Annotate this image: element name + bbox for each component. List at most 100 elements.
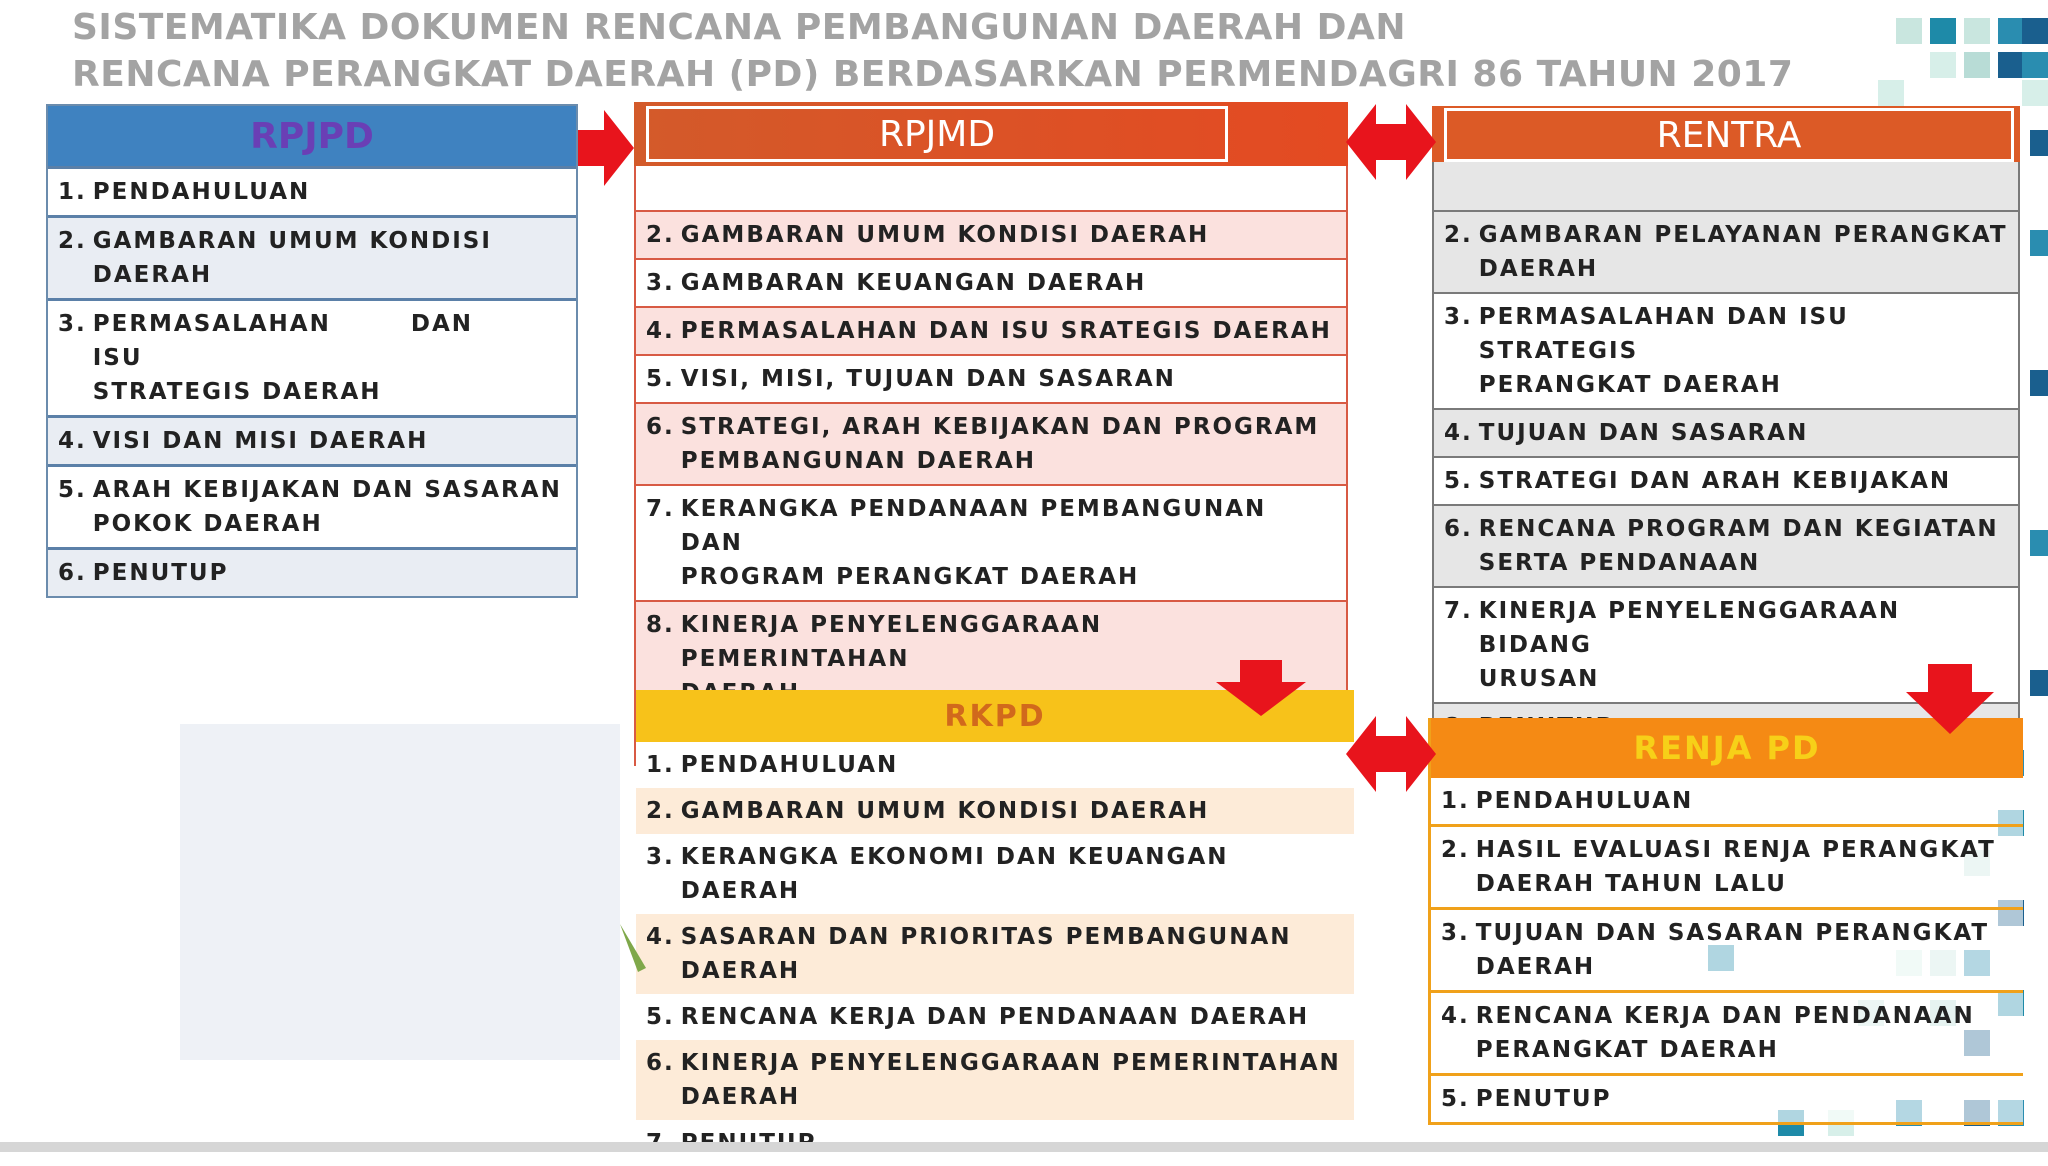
item-text: PENUTUP [92, 560, 229, 586]
list-item: 4.PERMASALAHAN DAN ISU SRATEGIS DAERAH [634, 308, 1348, 356]
list-item: 5.STRATEGI DAN ARAH KEBIJAKAN [1432, 458, 2020, 506]
item-number: 1. [58, 179, 87, 205]
list-item: 6.RENCANA PROGRAM DAN KEGIATAN SERTA PEN… [1432, 506, 2020, 588]
list-item: 4.SASARAN DAN PRIORITAS PEMBANGUNAN DAER… [636, 914, 1354, 994]
item-number: 4. [1441, 1003, 1470, 1029]
item-number: 4. [58, 428, 87, 454]
list-item: 2.GAMBARAN UMUM KONDISI DAERAH [636, 788, 1354, 834]
arrow-down-icon [1216, 660, 1306, 716]
list-item: 7.KINERJA PENYELENGGARAAN BIDANG URUSAN [1432, 588, 2020, 704]
item-number: 8. [646, 612, 675, 638]
item-text: GAMBARAN UMUM KONDISI DAERAH [92, 228, 492, 288]
item-number: 5. [646, 366, 675, 392]
decorative-mosaic-top [1748, 0, 2048, 110]
item-number: 1. [1441, 788, 1470, 814]
rpjpd-header: RPJPD [48, 106, 576, 166]
item-number: 1. [646, 752, 675, 778]
arrow-right-icon [578, 110, 634, 186]
item-text: PERMASALAHAN DAN ISU STRATEGIS PERANGKAT… [1478, 304, 1849, 398]
list-item: 1.PENDAHULUAN [1431, 778, 2023, 827]
rentra-panel: RENTRA 2.GAMBARAN PELAYANAN PERANGKAT DA… [1432, 106, 2020, 752]
blank-row [1432, 162, 2020, 212]
item-text: SASARAN DAN PRIORITAS PEMBANGUNAN DAERAH [680, 924, 1292, 984]
list-item: 4.RENCANA KERJA DAN PENDANAAN PERANGKAT … [1431, 993, 2023, 1076]
rentra-header-label: RENTRA [1444, 108, 2014, 162]
blank-panel [180, 724, 620, 1060]
item-text: RENCANA KERJA DAN PENDANAAN DAERAH [680, 1004, 1310, 1030]
item-text: ARAH KEBIJAKAN DAN SASARAN POKOK DAERAH [92, 477, 562, 537]
item-number: 5. [58, 477, 87, 503]
list-item: 6.KINERJA PENYELENGGARAAN PEMERINTAHAN D… [636, 1040, 1354, 1120]
item-text: HASIL EVALUASI RENJA PERANGKAT DAERAH TA… [1475, 837, 1996, 897]
title-line-1: SISTEMATIKA DOKUMEN RENCANA PEMBANGUNAN … [72, 7, 1406, 48]
list-item: 6.STRATEGI, ARAH KEBIJAKAN DAN PROGRAM P… [634, 404, 1348, 486]
item-number: 5. [1444, 468, 1473, 494]
list-item: 3.TUJUAN DAN SASARAN PERANGKAT DAERAH [1431, 910, 2023, 993]
item-number: 3. [646, 844, 675, 870]
list-item: 3.KERANGKA EKONOMI DAN KEUANGAN DAERAH [636, 834, 1354, 914]
rpjmd-header-label: RPJMD [646, 106, 1228, 162]
item-text: RENCANA KERJA DAN PENDANAAN PERANGKAT DA… [1475, 1003, 1975, 1063]
leaf-icon [620, 924, 646, 972]
bottom-bar [0, 1142, 2048, 1152]
list-item: 2.GAMBARAN UMUM KONDISI DAERAH [48, 215, 576, 298]
list-item: 5.VISI, MISI, TUJUAN DAN SASARAN [634, 356, 1348, 404]
list-item: 3.PERMASALAHAN DAN ISU STRATEGIS DAERAH [48, 298, 576, 415]
item-text: KINERJA PENYELENGGARAAN PEMERINTAHAN DAE… [680, 1050, 1341, 1110]
item-text: STRATEGI DAN ARAH KEBIJAKAN [1478, 468, 1952, 494]
item-number: 6. [646, 1050, 675, 1076]
item-text: PENDAHULUAN [1475, 788, 1694, 814]
list-item: 3.GAMBARAN KEUANGAN DAERAH [634, 260, 1348, 308]
item-number: 2. [58, 228, 87, 254]
arrow-down-icon [1906, 664, 1994, 734]
item-number: 4. [646, 924, 675, 950]
item-number: 7. [1444, 598, 1473, 624]
list-item: 7.KERANGKA PENDANAAN PEMBANGUNAN DAN PRO… [634, 486, 1348, 602]
item-number: 3. [58, 311, 87, 337]
item-text: RENCANA PROGRAM DAN KEGIATAN SERTA PENDA… [1478, 516, 1999, 576]
item-text: PERMASALAHAN DAN ISU STRATEGIS DAERAH [92, 311, 474, 405]
list-item: 5.PENUTUP [1431, 1076, 2023, 1125]
item-number: 3. [1444, 304, 1473, 330]
item-text: GAMBARAN KEUANGAN DAERAH [680, 270, 1147, 296]
item-number: 6. [58, 560, 87, 586]
item-text: PERMASALAHAN DAN ISU SRATEGIS DAERAH [680, 318, 1332, 344]
list-item: 2.HASIL EVALUASI RENJA PERANGKAT DAERAH … [1431, 827, 2023, 910]
item-number: 5. [646, 1004, 675, 1030]
page-title: SISTEMATIKA DOKUMEN RENCANA PEMBANGUNAN … [72, 4, 1794, 98]
title-line-2: RENCANA PERANGKAT DAERAH (PD) BERDASARKA… [72, 54, 1794, 95]
item-text: VISI DAN MISI DAERAH [92, 428, 429, 454]
item-number: 2. [646, 222, 675, 248]
renja-header: RENJA PD [1431, 718, 2023, 778]
item-text: TUJUAN DAN SASARAN [1478, 420, 1809, 446]
rentra-header: RENTRA [1432, 106, 2020, 162]
item-text: STRATEGI, ARAH KEBIJAKAN DAN PROGRAM PEM… [680, 414, 1320, 474]
item-text: KERANGKA PENDANAAN PEMBANGUNAN DAN PROGR… [680, 496, 1267, 590]
item-text: KINERJA PENYELENGGARAAN PEMERINTAHAN DAE… [680, 612, 1103, 706]
item-text: GAMBARAN UMUM KONDISI DAERAH [680, 798, 1210, 824]
item-text: PENDAHULUAN [92, 179, 311, 205]
item-number: 2. [1441, 837, 1470, 863]
item-text: GAMBARAN PELAYANAN PERANGKAT DAERAH [1478, 222, 2008, 282]
item-text: KINERJA PENYELENGGARAAN BIDANG URUSAN [1478, 598, 1901, 692]
item-number: 2. [1444, 222, 1473, 248]
item-text: TUJUAN DAN SASARAN PERANGKAT DAERAH [1475, 920, 1990, 980]
list-item: 2.GAMBARAN PELAYANAN PERANGKAT DAERAH [1432, 212, 2020, 294]
item-number: 3. [1441, 920, 1470, 946]
item-number: 4. [646, 318, 675, 344]
item-text: VISI, MISI, TUJUAN DAN SASARAN [680, 366, 1176, 392]
list-item: 2.GAMBARAN UMUM KONDISI DAERAH [634, 212, 1348, 260]
item-text: PENUTUP [1475, 1086, 1612, 1112]
item-number: 7. [646, 496, 675, 522]
item-number: 4. [1444, 420, 1473, 446]
list-item: 1.PENDAHULUAN [636, 742, 1354, 788]
list-item: 3.PERMASALAHAN DAN ISU STRATEGIS PERANGK… [1432, 294, 2020, 410]
item-number: 3. [646, 270, 675, 296]
item-text: KERANGKA EKONOMI DAN KEUANGAN DAERAH [680, 844, 1239, 904]
list-item: 1.PENDAHULUAN [48, 166, 576, 215]
list-item: 6.PENUTUP [48, 547, 576, 596]
